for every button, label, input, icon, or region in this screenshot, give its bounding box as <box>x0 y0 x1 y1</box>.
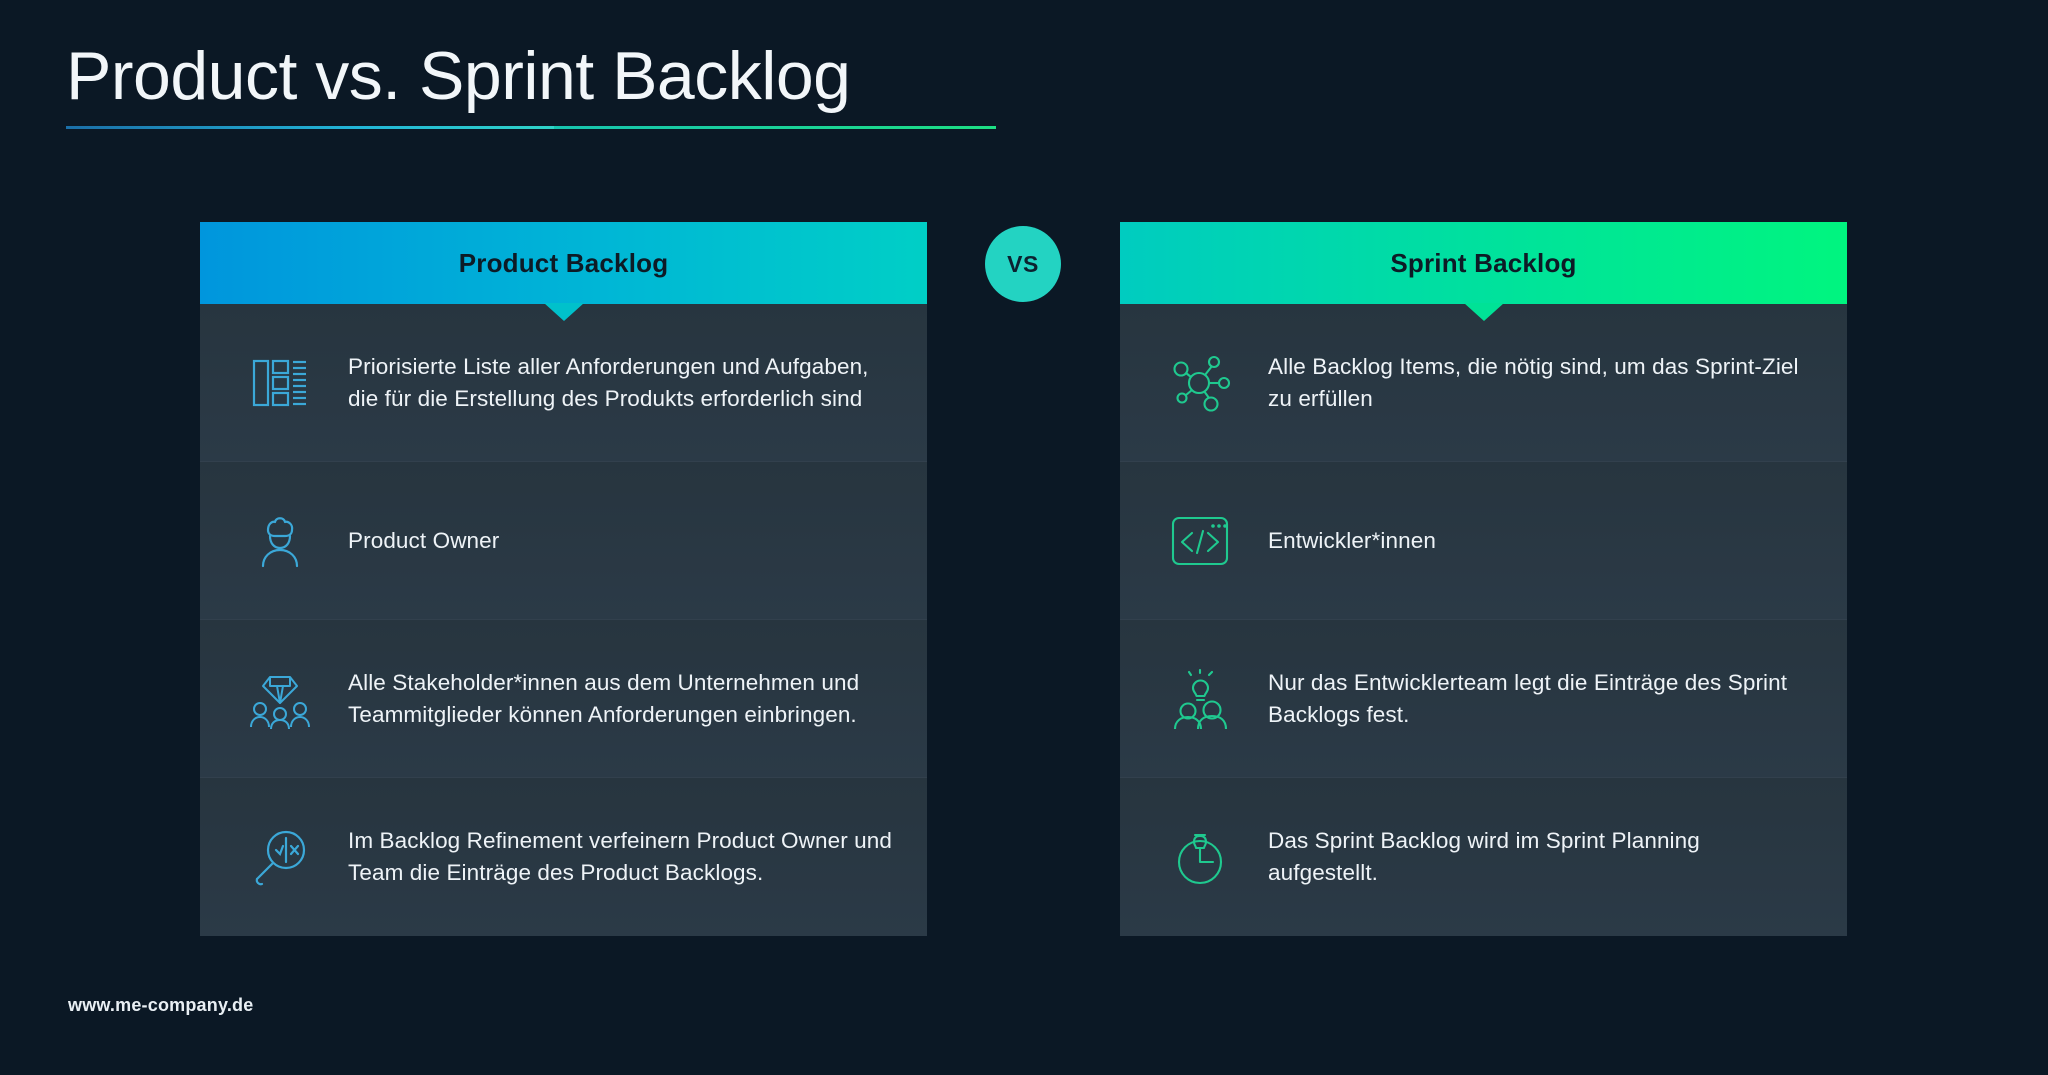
sprint-backlog-header: Sprint Backlog <box>1120 222 1847 321</box>
title-underline-blue <box>66 126 554 129</box>
sprint-backlog-header-label: Sprint Backlog <box>1390 247 1577 278</box>
row-text: Alle Stakeholder*innen aus dem Unternehm… <box>348 669 860 727</box>
table-row: Nur das Entwicklerteam legt die Einträge… <box>1120 620 1847 778</box>
footer-website: www.me-company.de <box>68 995 254 1015</box>
title-underline-green <box>554 126 996 129</box>
table-row: Entwickler*innen <box>1120 462 1847 620</box>
row-text: Das Sprint Backlog wird im Sprint Planni… <box>1268 828 1700 885</box>
title-block: Product vs. Sprint Backlog <box>66 42 996 130</box>
table-row: Im Backlog Refinement verfeinern Product… <box>200 778 927 936</box>
page-title-part-a: Product vs. <box>66 38 401 114</box>
person-crown-icon <box>234 512 326 570</box>
table-row: Alle Backlog Items, die nötig sind, um d… <box>1120 304 1847 462</box>
product-backlog-rows: Priorisierte Liste aller Anforderungen u… <box>200 304 927 936</box>
table-row: Das Sprint Backlog wird im Sprint Planni… <box>1120 778 1847 936</box>
diamond-people-icon <box>234 669 326 729</box>
header-notch-icon <box>543 303 584 321</box>
row-text: Priorisierte Liste aller Anforderungen u… <box>348 353 869 411</box>
column-sprint-backlog: Sprint Backlog <box>1120 222 1847 936</box>
vs-badge: VS <box>985 226 1061 302</box>
stopwatch-icon <box>1154 827 1246 887</box>
page-title: Product vs. Sprint Backlog <box>66 42 996 110</box>
row-text: Product Owner <box>348 527 500 553</box>
row-text: Nur das Entwicklerteam legt die Einträge… <box>1268 669 1788 727</box>
row-text: Im Backlog Refinement verfeinern Product… <box>348 828 893 885</box>
page-title-part-b: Sprint Backlog <box>400 38 851 114</box>
backlog-list-icon <box>234 354 326 412</box>
sprint-backlog-rows: Alle Backlog Items, die nötig sind, um d… <box>1120 304 1847 936</box>
table-row: Alle Stakeholder*innen aus dem Unternehm… <box>200 620 927 778</box>
product-backlog-header: Product Backlog <box>200 222 927 321</box>
lightbulb-team-icon <box>1154 668 1246 729</box>
row-text: Alle Backlog Items, die nötig sind, um d… <box>1268 353 1799 411</box>
table-row: Priorisierte Liste aller Anforderungen u… <box>200 304 927 462</box>
network-nodes-icon <box>1154 353 1246 413</box>
magnifier-check-cross-icon <box>234 827 326 887</box>
row-text: Entwickler*innen <box>1268 527 1436 553</box>
column-product-backlog: Product Backlog <box>200 222 927 936</box>
table-row: Product Owner <box>200 462 927 620</box>
header-notch-icon <box>1463 303 1504 321</box>
code-window-icon <box>1154 515 1246 567</box>
vs-badge-label: VS <box>1007 250 1039 277</box>
product-backlog-header-label: Product Backlog <box>458 247 669 278</box>
title-underline <box>66 126 996 130</box>
